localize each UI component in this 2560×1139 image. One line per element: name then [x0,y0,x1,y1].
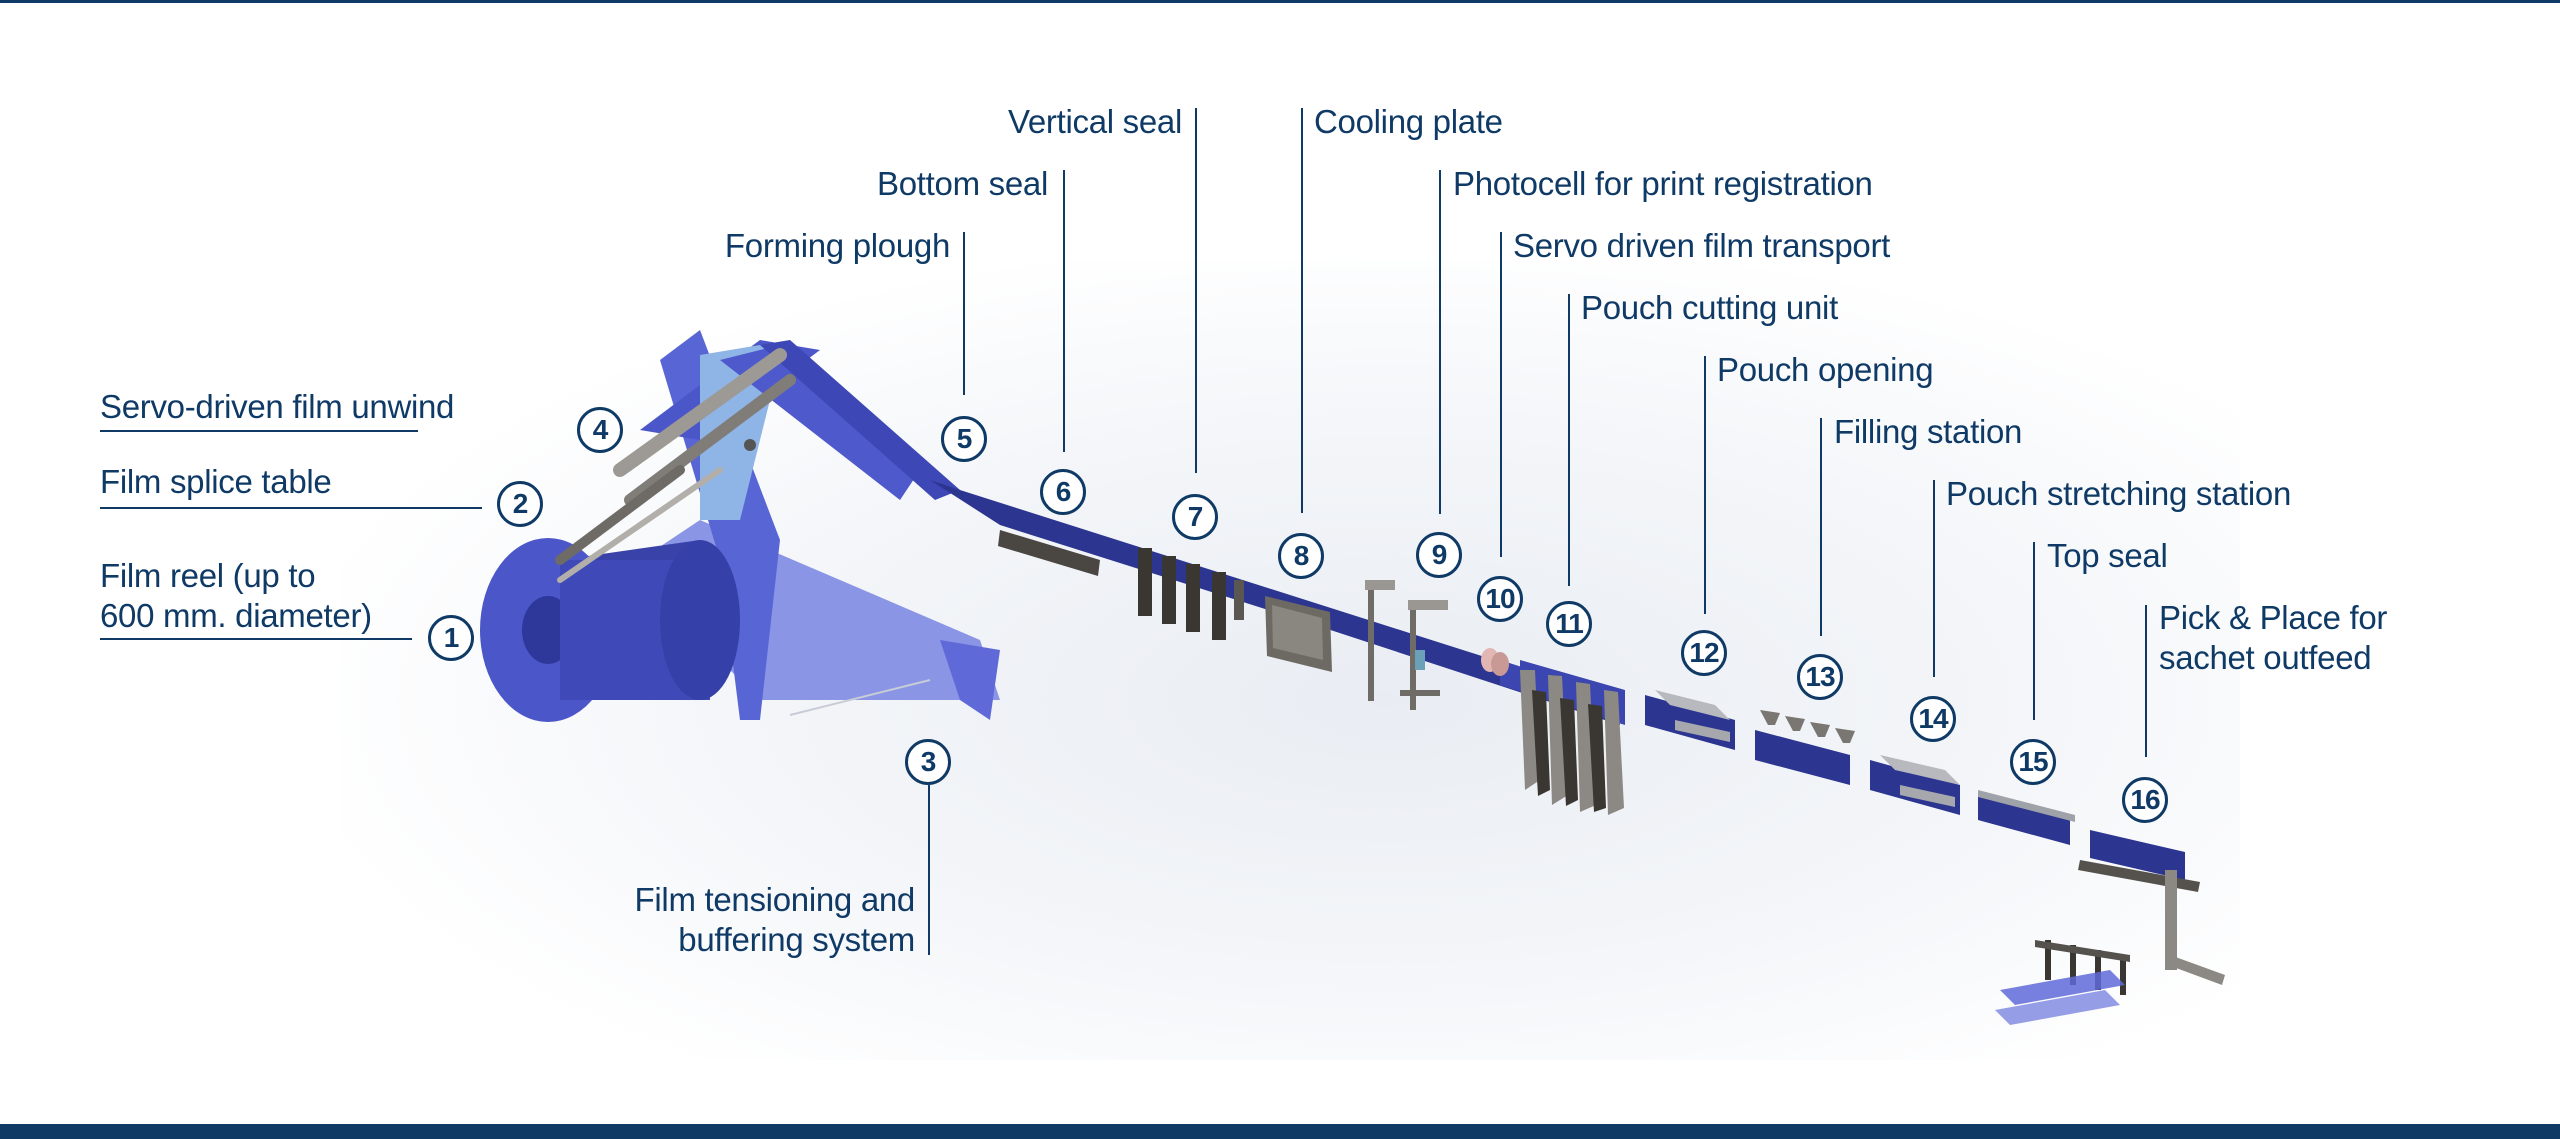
leader-14 [1933,480,1935,677]
cooling-plate [1265,596,1332,672]
badge-10: 10 [1477,576,1523,622]
filling-station [1755,710,1855,785]
top-seal-station [1978,790,2075,845]
film-reel [480,538,740,722]
label-top-seal: Top seal [2047,537,2168,574]
bottom-rule [0,1124,2560,1139]
label-cooling-plate: Cooling plate [1314,103,1503,140]
label-pouch-stretching: Pouch stretching station [1946,475,2292,512]
label-photocell: Photocell for print registration [1453,165,1873,202]
leader-13 [1820,418,1822,636]
badge-7: 7 [1172,494,1218,540]
leader-1b [100,638,412,640]
leader-10 [1500,232,1502,557]
pouch-stretching-station [1870,755,1960,815]
label-servo-film-transport: Servo driven film transport [1513,227,1891,264]
vertical-seal-bars [1138,548,1244,640]
badge-4: 4 [577,407,623,453]
label-film-splice-table: Film splice table [100,463,332,500]
photocell-stands [1365,580,1448,710]
badge-14: 14 [1910,696,1956,742]
leader-5 [963,232,965,395]
badge-11: 11 [1546,601,1592,647]
leader-16 [2145,605,2147,757]
badge-5: 5 [941,416,987,462]
pouch-opening-station [1645,690,1735,750]
top-rule [0,0,2560,3]
badge-1: 1 [428,615,474,661]
label-filling-station: Filling station [1834,413,2023,450]
leader-9 [1439,170,1441,514]
leader-7 [1195,108,1197,473]
label-pouch-cutting: Pouch cutting unit [1581,289,1838,326]
leader-3 [928,785,930,955]
badge-2: 2 [497,481,543,527]
badge-16: 16 [2122,777,2168,823]
badge-9: 9 [1416,532,1462,578]
leader-1 [100,430,418,432]
film-transport-rollers [1481,648,1509,676]
label-servo-unwind: Servo-driven film unwind [100,388,455,425]
badge-13: 13 [1797,654,1843,700]
leader-15 [2033,542,2035,720]
label-vertical-seal: Vertical seal [1007,103,1182,140]
leader-2 [100,507,482,509]
label-forming-plough: Forming plough [724,227,950,264]
pouch-cutting-unit [1520,660,1625,815]
leader-6 [1063,170,1065,452]
badge-6: 6 [1040,469,1086,515]
pick-and-place-unit [1995,830,2225,1025]
badge-12: 12 [1681,630,1727,676]
badge-3: 3 [905,739,951,785]
leader-11 [1568,294,1570,586]
label-pouch-opening: Pouch opening [1717,351,1934,388]
badge-15: 15 [2010,739,2056,785]
badge-8: 8 [1278,533,1324,579]
unwind-rollers [555,348,796,583]
label-bottom-seal: Bottom seal [877,165,1048,202]
leader-8 [1301,108,1303,513]
leader-12 [1704,356,1706,614]
